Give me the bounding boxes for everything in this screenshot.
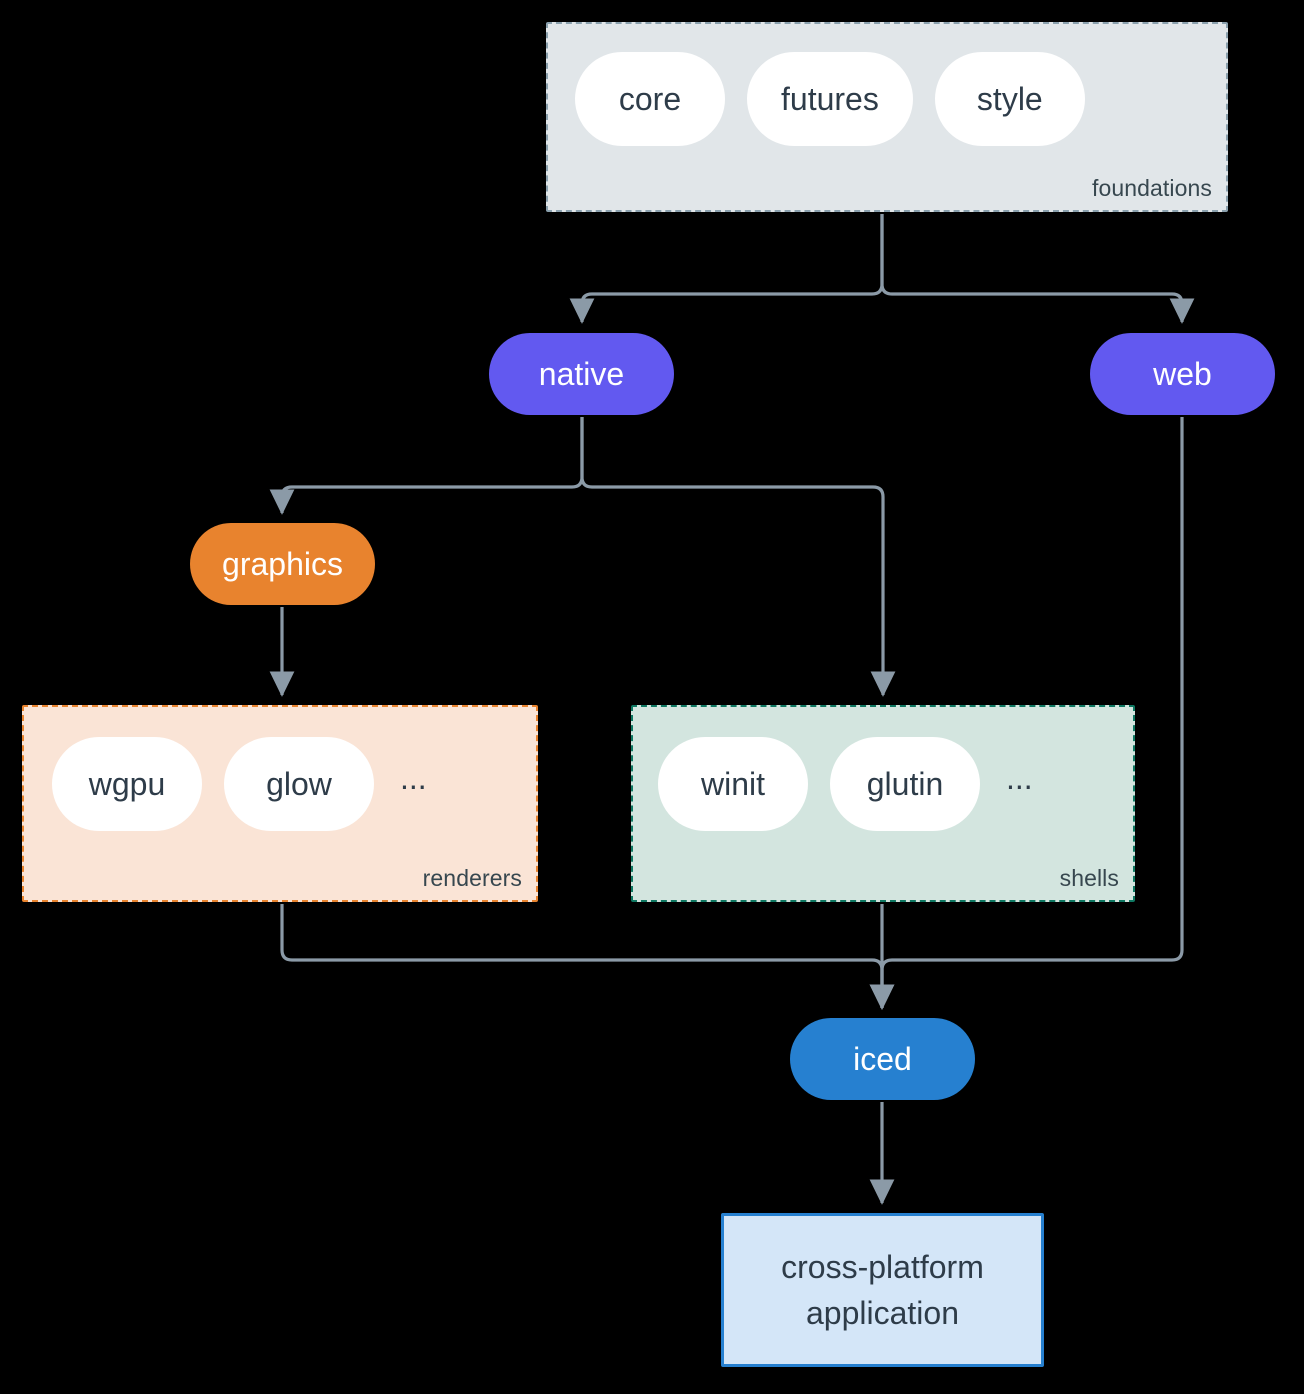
node-web[interactable]: web — [1090, 333, 1275, 415]
node-native[interactable]: native — [489, 333, 674, 415]
edge-foundations-to-native — [569, 214, 884, 324]
group-shells: winit glutin ... shells — [631, 705, 1135, 902]
group-label-renderers: renderers — [422, 865, 522, 891]
group-label-shells: shells — [1059, 865, 1119, 891]
node-graphics[interactable]: graphics — [190, 523, 375, 605]
renderers-ellipsis: ... — [400, 760, 427, 796]
edge-native-to-graphics — [269, 417, 584, 515]
chip-core[interactable]: core — [575, 52, 725, 146]
edge-foundations-to-web — [880, 214, 1195, 324]
node-iced[interactable]: iced — [790, 1018, 975, 1100]
group-label-foundations: foundations — [1091, 175, 1212, 201]
shells-ellipsis: ... — [1006, 760, 1033, 796]
chip-wgpu[interactable]: wgpu — [52, 737, 202, 831]
edge-native-to-shells — [580, 417, 896, 697]
chip-glutin[interactable]: glutin — [830, 737, 980, 831]
node-cross-platform-application[interactable]: cross-platform application — [721, 1213, 1044, 1367]
application-line-1: cross-platform — [781, 1248, 984, 1285]
group-renderers: wgpu glow ... renderers — [22, 705, 538, 902]
chip-winit[interactable]: winit — [658, 737, 808, 831]
shells-chip-row: winit glutin ... — [658, 737, 1033, 831]
foundations-chip-row: core futures style — [575, 52, 1085, 146]
group-foundations: core futures style foundations — [546, 22, 1228, 212]
chip-futures[interactable]: futures — [747, 52, 913, 146]
chip-glow[interactable]: glow — [224, 737, 374, 831]
chip-style[interactable]: style — [934, 52, 1085, 146]
application-line-2: application — [806, 1295, 959, 1331]
edge-renderers-to-iced — [280, 904, 895, 1010]
renderers-chip-row: wgpu glow ... — [52, 737, 427, 831]
